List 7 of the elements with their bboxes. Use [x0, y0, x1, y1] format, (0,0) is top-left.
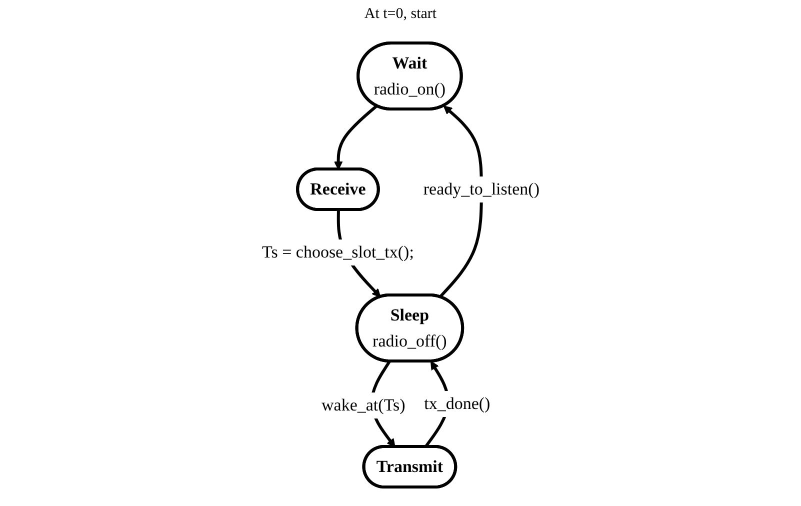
arrow: [438, 106, 483, 298]
edge-label: ready_to_listen(): [423, 179, 540, 198]
edge-label: Ts = choose_slot_tx();: [262, 242, 414, 262]
arrow: [334, 104, 378, 170]
node-caption: At t=0, start: [364, 6, 437, 23]
edge-label: tx_done(): [424, 394, 490, 413]
edge-label: wake_at(Ts): [321, 396, 406, 415]
